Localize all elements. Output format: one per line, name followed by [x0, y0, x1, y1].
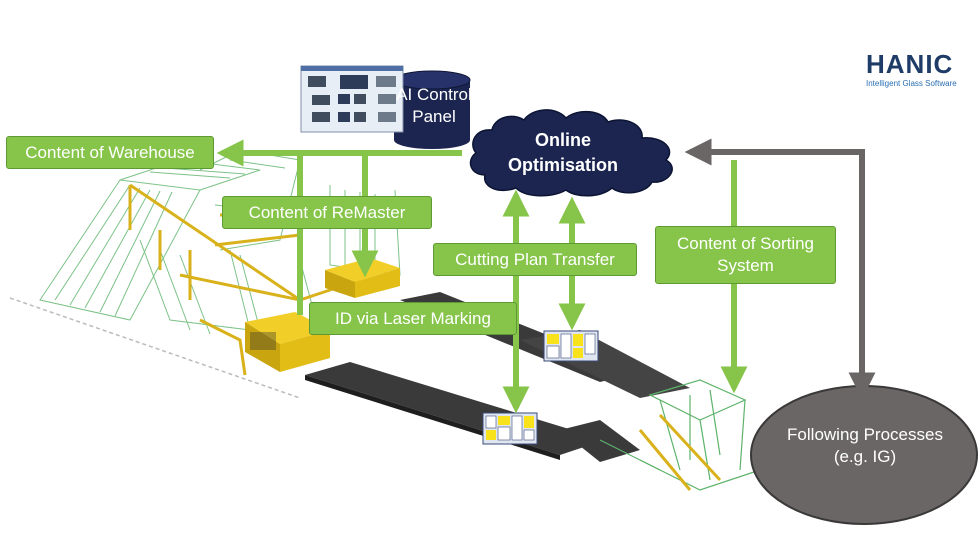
- warehouse-box: Content of Warehouse: [6, 136, 214, 169]
- cutting-plan-thumbnail-1: [543, 330, 599, 362]
- ai-control-panel-label: AI Control Panel: [396, 85, 472, 126]
- sorting-system-label: Content of Sorting System: [676, 234, 815, 275]
- warehouse-label: Content of Warehouse: [25, 142, 195, 162]
- remaster-label: Content of ReMaster: [248, 202, 406, 222]
- sorting-system-box: Content of Sorting System: [655, 226, 836, 284]
- cutting-machine: [245, 312, 330, 372]
- ai-panel-screenshot: [300, 65, 404, 133]
- brand-name: HANIC: [866, 49, 954, 79]
- laser-marking-box: ID via Laser Marking: [309, 302, 517, 335]
- sorting-frame: [638, 413, 722, 491]
- online-optimisation-cloud: [469, 109, 673, 197]
- following-processes-connector: [684, 138, 876, 400]
- cutting-plan-label: Cutting Plan Transfer: [455, 249, 615, 269]
- remaster-box: Content of ReMaster: [222, 196, 432, 229]
- ai-control-panel-cylinder: [393, 70, 471, 149]
- laser-marking-label: ID via Laser Marking: [335, 308, 491, 328]
- cutting-plan-box: Cutting Plan Transfer: [433, 243, 637, 276]
- online-optimisation-label: Online Optimisation: [507, 130, 618, 175]
- brand-tagline: Intelligent Glass Software: [866, 79, 957, 88]
- hanic-logo: HANIC Intelligent Glass Software: [866, 50, 976, 88]
- cutting-plan-thumbnail-2: [482, 412, 538, 445]
- following-processes-label: Following Processes (e.g. IG): [787, 425, 943, 466]
